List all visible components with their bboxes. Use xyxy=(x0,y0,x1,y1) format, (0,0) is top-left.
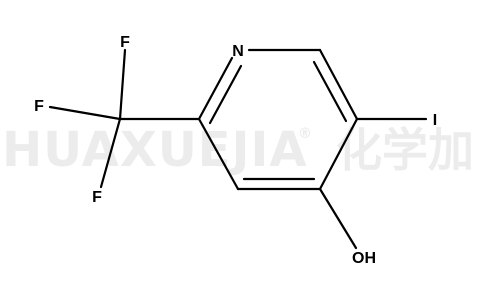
watermark-registered: ® xyxy=(298,126,312,142)
bond-n-c6-inner xyxy=(208,64,243,125)
atom-fluorine-bottom: F xyxy=(92,189,102,206)
atom-fluorine-left: F xyxy=(34,98,44,115)
bond-c-f-bottom xyxy=(99,117,122,189)
watermark-cjk: 化学加 xyxy=(336,123,474,177)
atom-fluorine-top: F xyxy=(120,34,130,51)
bond-c4-oh xyxy=(318,187,358,250)
bond-c-f-left xyxy=(48,105,122,121)
atom-iodine: I xyxy=(433,112,437,129)
bond-c5-c6 xyxy=(197,117,240,191)
bonds xyxy=(48,48,428,250)
bond-n-c6 xyxy=(197,56,234,121)
atom-hydroxyl: OH xyxy=(352,250,376,267)
bond-c-f-top xyxy=(118,48,127,121)
watermark-latin: HUAXUEJIA xyxy=(2,122,307,178)
atom-nitrogen: N xyxy=(232,43,244,60)
bond-c3-c4 xyxy=(318,117,359,191)
watermark: HUAXUEJIA ® 化学加 xyxy=(2,122,474,178)
bond-c2-c3-inner xyxy=(312,60,348,123)
bond-c2-c3 xyxy=(318,48,359,121)
atom-labels: N I OH F F F xyxy=(34,34,437,267)
